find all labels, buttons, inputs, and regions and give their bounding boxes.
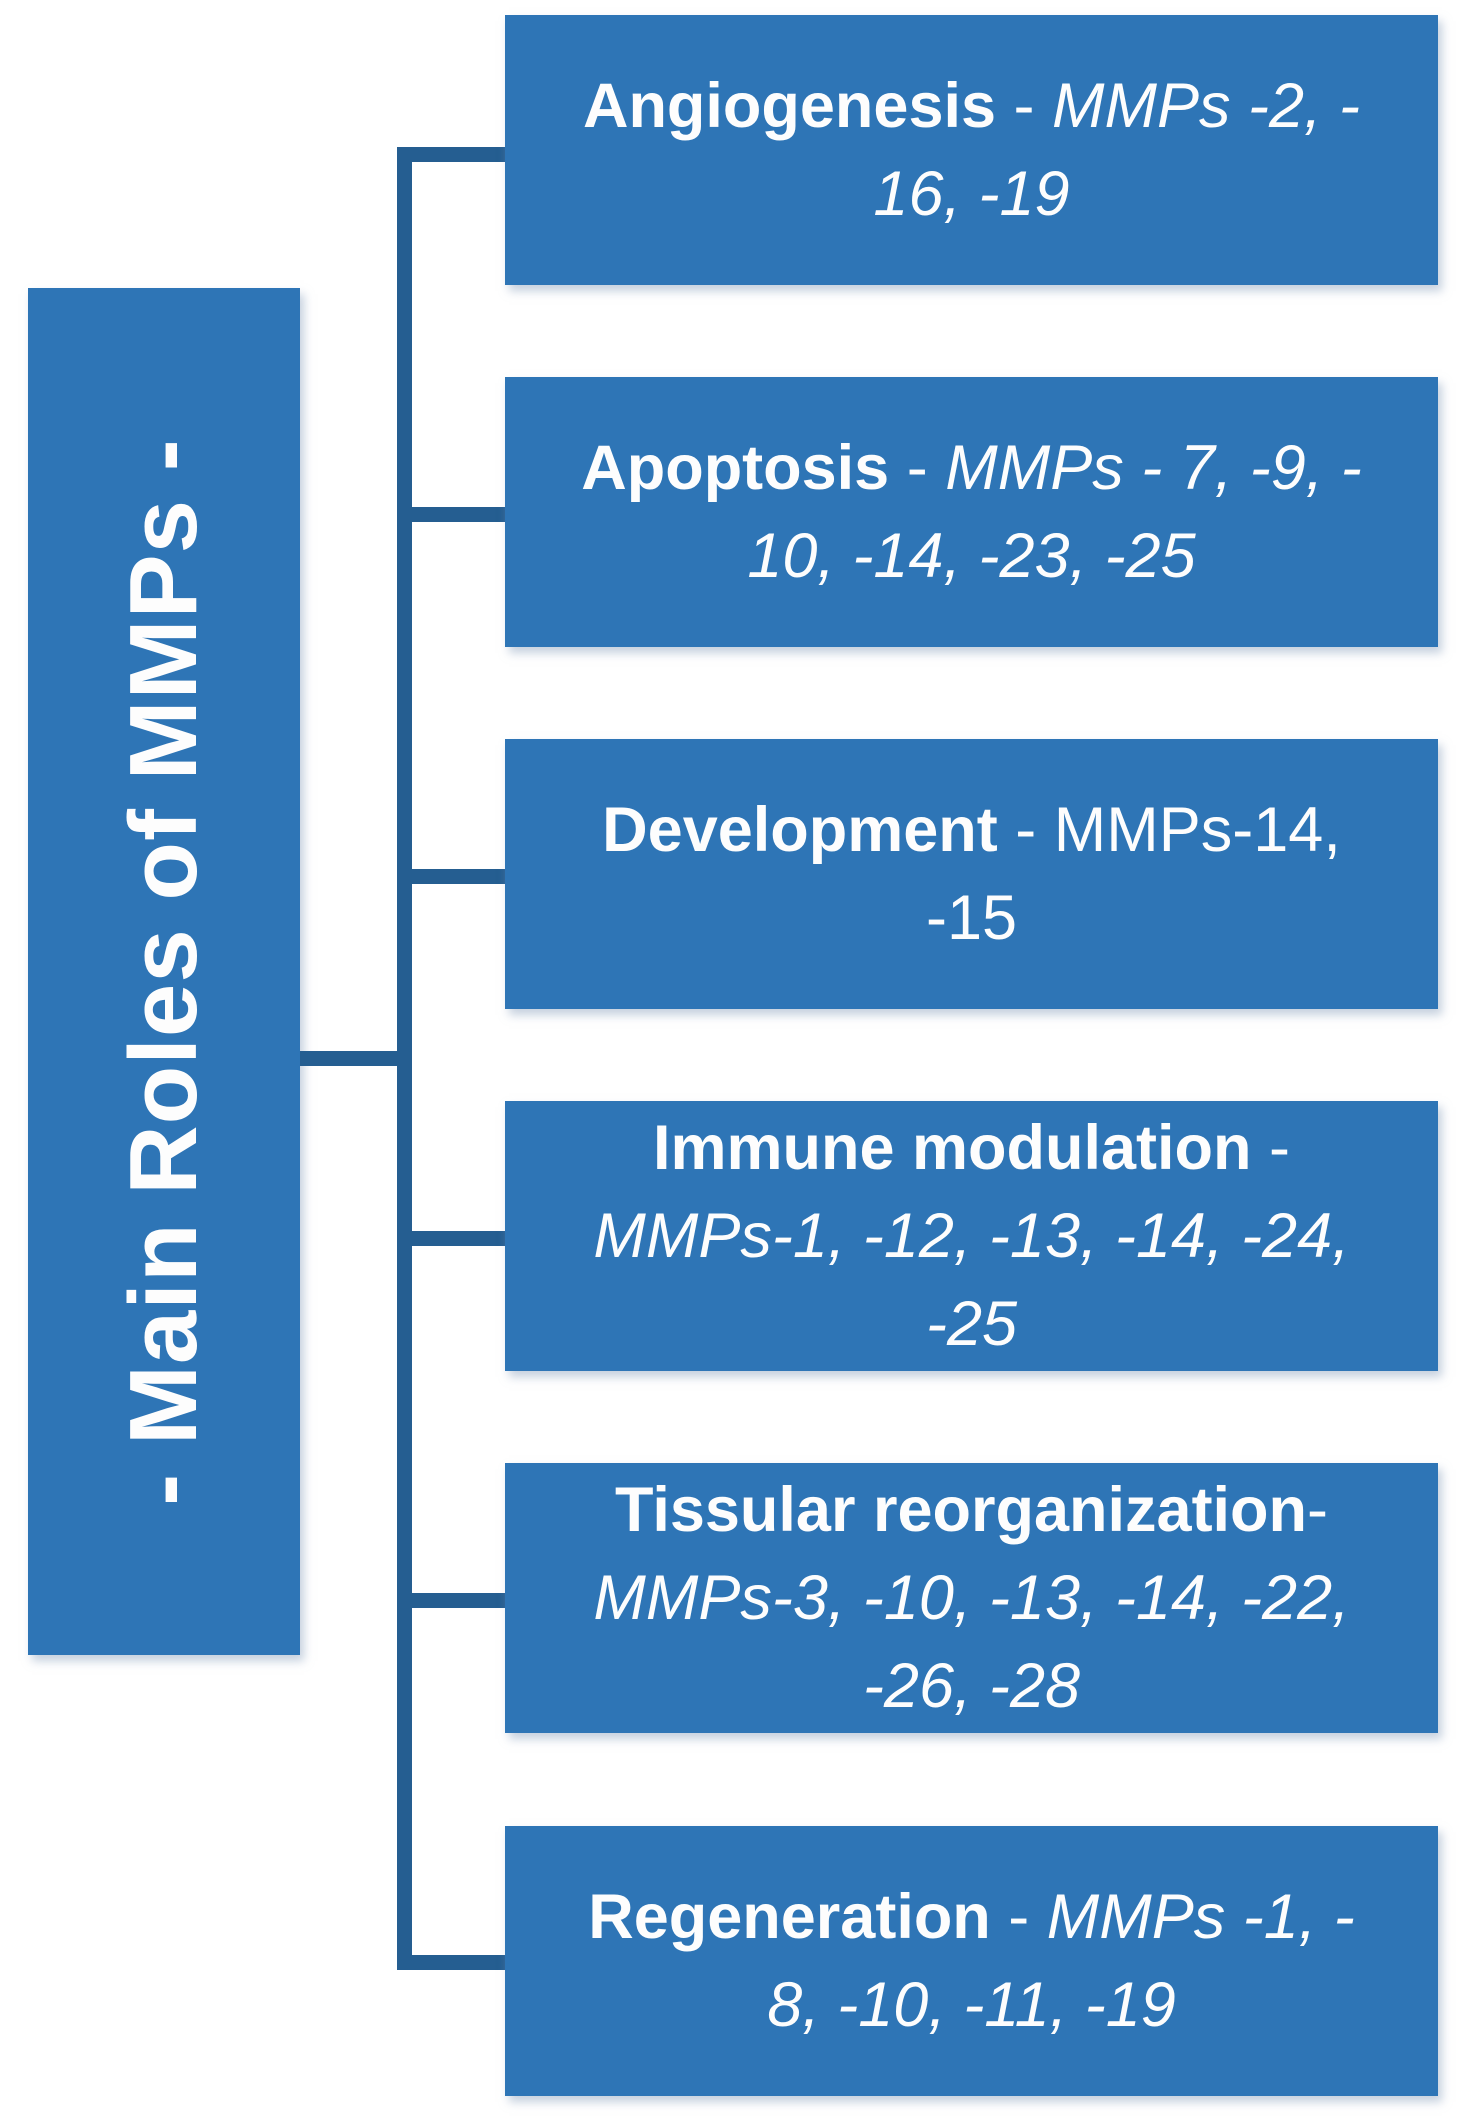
role-separator: -	[889, 432, 946, 503]
connector-stub-title	[300, 1051, 397, 1066]
connector-stub-development	[412, 869, 505, 884]
role-box-text: Development - MMPs-14, -15	[602, 786, 1341, 962]
role-label: Immune modulation	[653, 1112, 1252, 1183]
role-separator: -	[997, 794, 1054, 865]
connector-stub-regeneration	[397, 1955, 505, 1970]
role-separator: -	[996, 70, 1053, 141]
role-separator: -	[1307, 1474, 1328, 1545]
mmps-list-label: MMPs -2, - 16, -19	[873, 70, 1361, 229]
main-title-panel: - Main Roles of MMPs -	[28, 288, 300, 1655]
role-box-text: Apoptosis - MMPs - 7, -9, - 10, -14, -23…	[581, 424, 1362, 600]
role-box-development: Development - MMPs-14, -15	[505, 739, 1438, 1009]
role-box-immune-modulation: Immune modulation - MMPs-1, -12, -13, -1…	[505, 1101, 1438, 1371]
mmps-list-label: MMPs-1, -12, -13, -14, -24, -25	[593, 1200, 1350, 1360]
role-box-regeneration: Regeneration - MMPs -1, - 8, -10, -11, -…	[505, 1826, 1438, 2096]
role-box-apoptosis: Apoptosis - MMPs - 7, -9, - 10, -14, -23…	[505, 377, 1438, 647]
mmps-list-label: MMPs - 7, -9, - 10, -14, -23, -25	[747, 432, 1362, 591]
connector-trunk	[397, 147, 412, 1970]
diagram-title: - Main Roles of MMPs -	[110, 437, 217, 1506]
role-label: Apoptosis	[581, 432, 890, 503]
role-separator: -	[1251, 1112, 1290, 1183]
role-box-text: Tissular reorganization- MMPs-3, -10, -1…	[593, 1466, 1349, 1731]
role-label: Angiogenesis	[582, 70, 997, 141]
connector-stub-tissular	[412, 1593, 505, 1608]
role-label: Regeneration	[588, 1881, 991, 1952]
mmps-list-label: MMPs -1, - 8, -10, -11, -19	[767, 1881, 1355, 2040]
role-box-text: Regeneration - MMPs -1, - 8, -10, -11, -…	[588, 1873, 1355, 2049]
role-box-text: Immune modulation - MMPs-1, -12, -13, -1…	[593, 1104, 1349, 1369]
role-label: Tissular reorganization	[615, 1474, 1308, 1545]
role-box-tissular-reorganization: Tissular reorganization- MMPs-3, -10, -1…	[505, 1463, 1438, 1733]
mmps-list-label: MMPs-14, -15	[925, 794, 1341, 953]
connector-stub-immune	[412, 1231, 505, 1246]
connector-stub-angiogenesis	[397, 147, 505, 162]
role-box-text: Angiogenesis - MMPs -2, - 16, -19	[583, 62, 1360, 238]
role-box-angiogenesis: Angiogenesis - MMPs -2, - 16, -19	[505, 15, 1438, 285]
mmps-list-label: MMPs-3, -10, -13, -14, -22, -26, -28	[593, 1562, 1350, 1722]
connector-stub-apoptosis	[412, 507, 505, 522]
role-label: Development	[602, 794, 998, 865]
role-separator: -	[990, 1881, 1047, 1952]
